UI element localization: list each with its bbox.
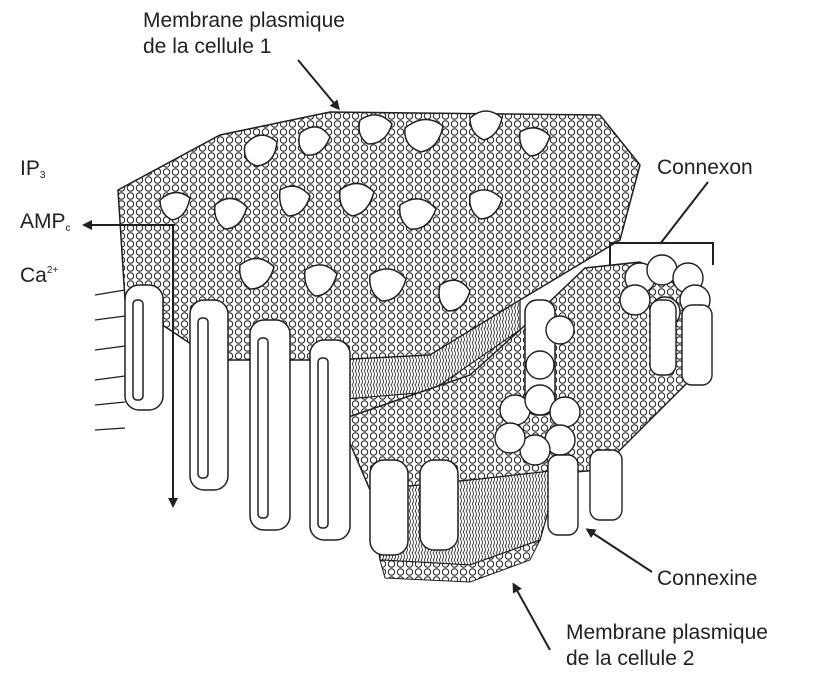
ip3-base: IP [20,157,40,180]
membrane-1-label: Membrane plasmique de la cellule 1 [143,8,345,60]
left-edge-lines [95,290,125,430]
ca-label: Ca2+ [20,258,58,289]
connexon-pointer [660,182,708,244]
membrane1-arrow [298,60,338,108]
connexon-label: Connexon [657,155,753,181]
amp-base: AMP [20,210,66,233]
connexine-label: Connexine [657,566,757,592]
membrane-1-label-line1: Membrane plasmique [143,8,345,34]
membrane2-arrow [514,585,550,650]
ca-base: Ca [20,264,47,287]
membrane-2-label-line1: Membrane plasmique [566,620,768,646]
ip3-label: IP3 [20,156,45,189]
ca-sup: 2+ [47,265,58,276]
membrane-1-label-line2: de la cellule 1 [143,34,345,60]
amp-label: AMPc [20,209,71,242]
amp-sub: c [66,223,71,234]
connexine-arrow [588,530,652,572]
ip3-sub: 3 [40,170,46,181]
membrane-2-label-line2: de la cellule 2 [566,646,768,672]
membrane-2-label: Membrane plasmique de la cellule 2 [566,620,768,672]
